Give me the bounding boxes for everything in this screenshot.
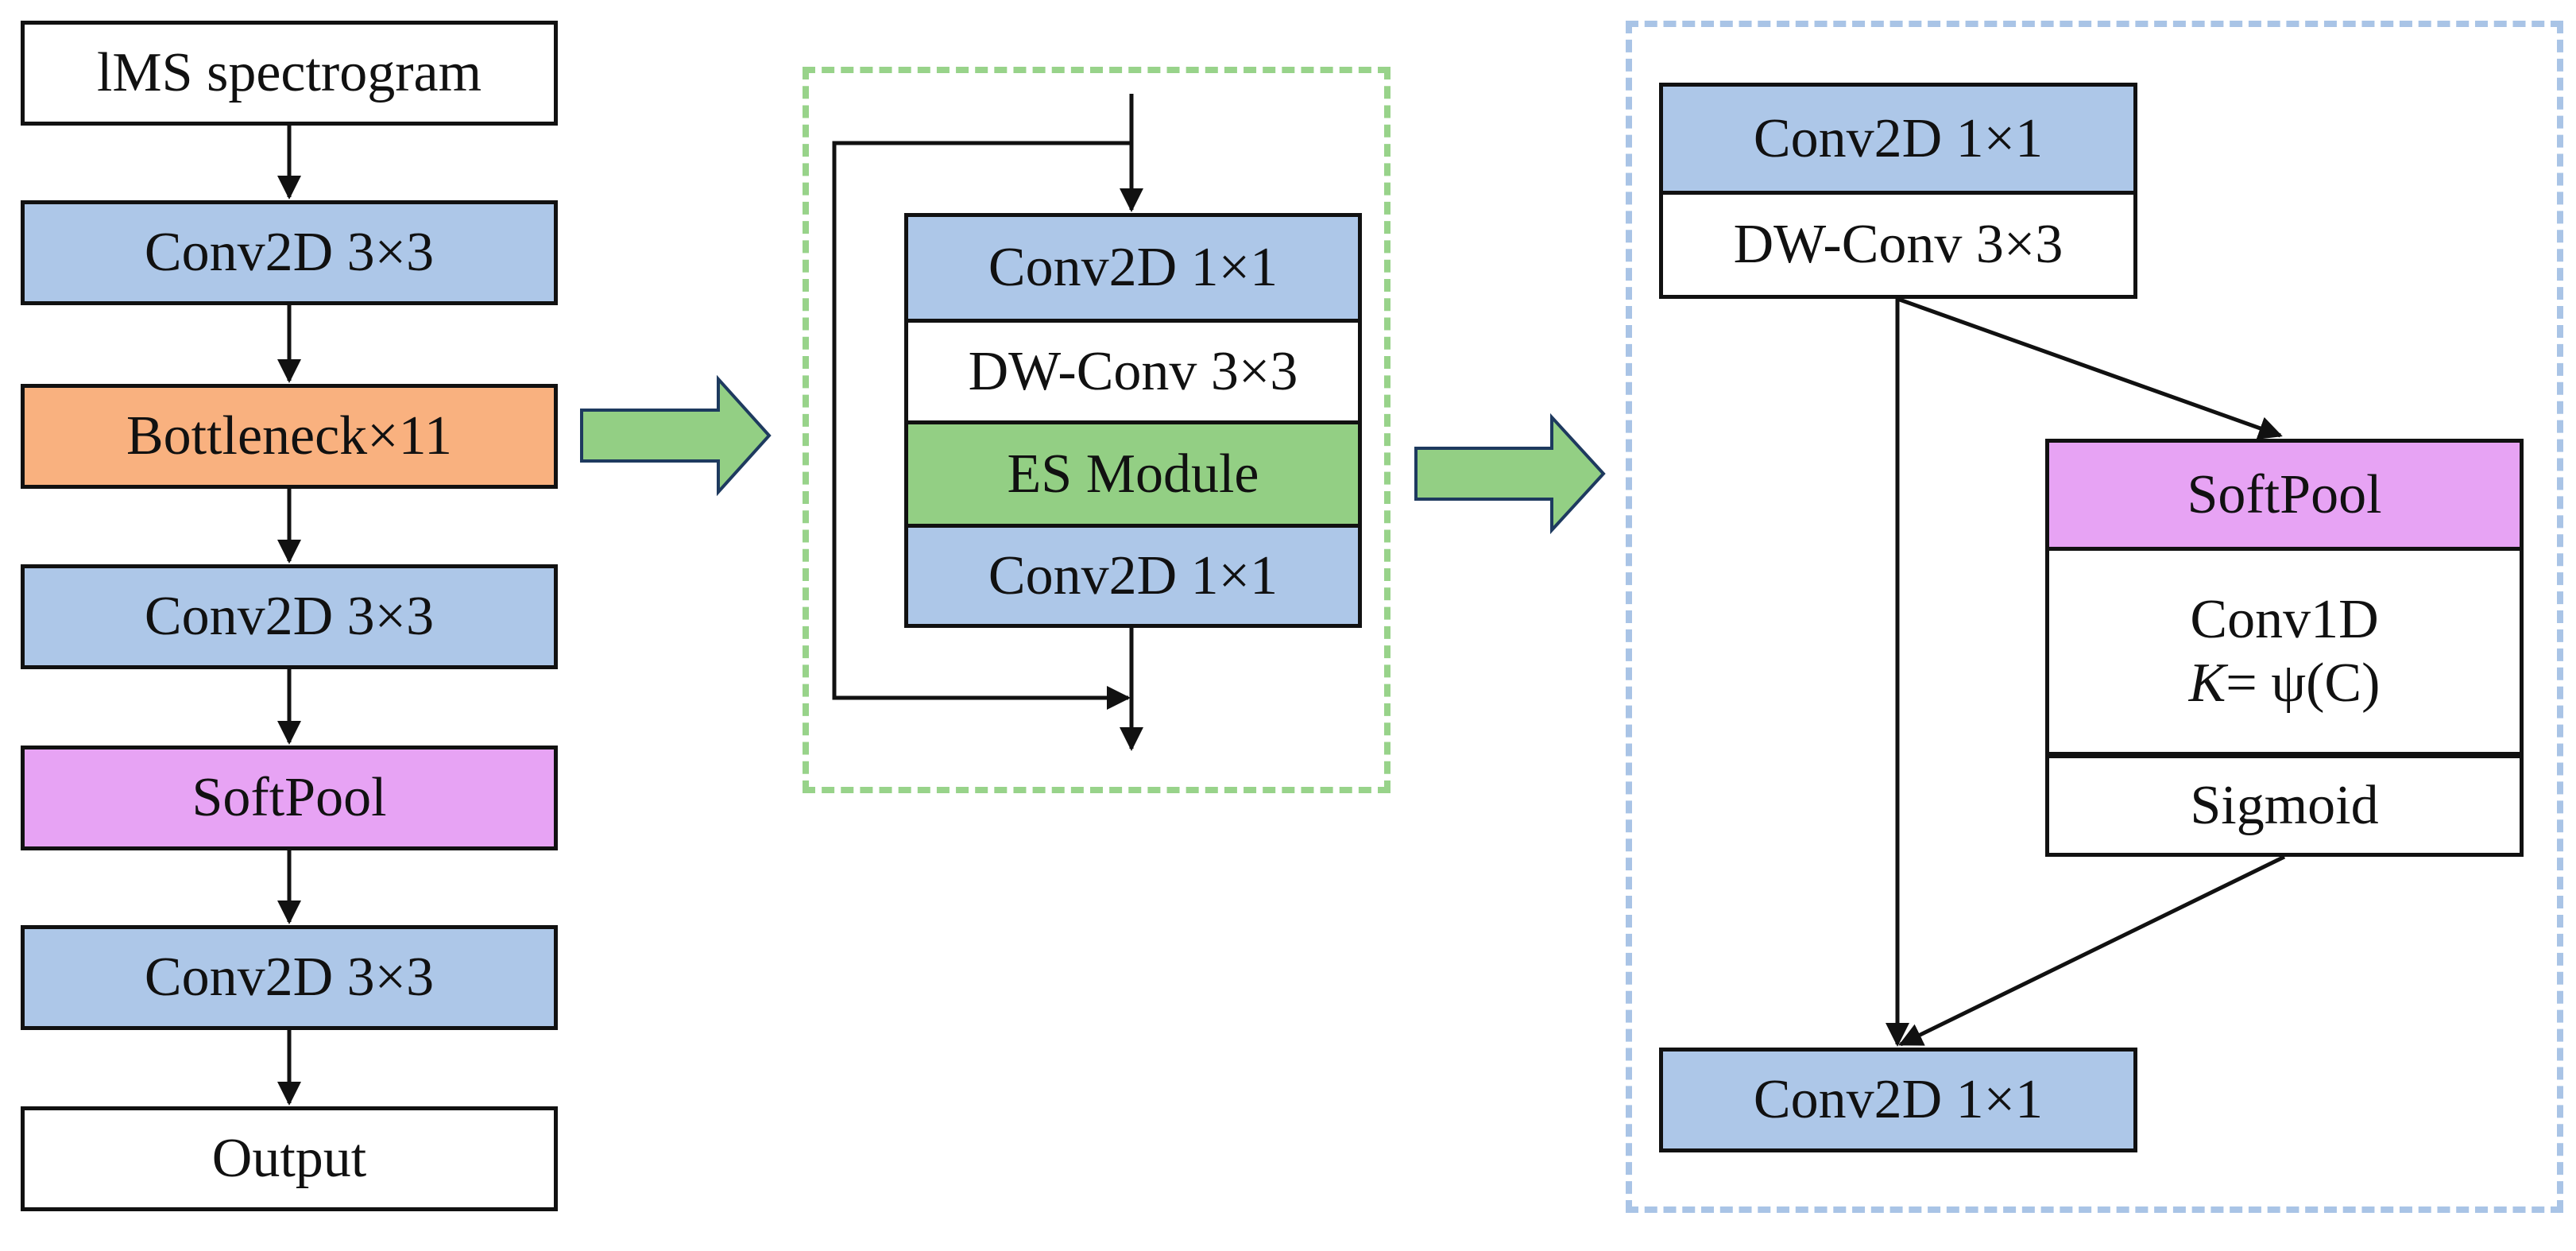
bottleneck-stack: Conv2D 1×1 DW-Conv 3×3 ES Module Conv2D …	[904, 213, 1362, 628]
expand-arrow-2	[1414, 412, 1606, 535]
es-softpool-label: SoftPool	[2187, 463, 2382, 525]
es-conv2d-1x1-top: Conv2D 1×1	[1663, 87, 2133, 191]
attention-branch-arrow	[1897, 296, 2283, 440]
conv1d-label: Conv1D	[2190, 588, 2379, 650]
es-module-detail-frame	[1626, 21, 2563, 1213]
input-label: lMS spectrogram	[96, 42, 482, 103]
bottleneck-label: Bottleneck×11	[126, 405, 453, 467]
es-conv2d-1x1-bottom-label: Conv2D 1×1	[1753, 1069, 2044, 1130]
es-dw-conv: DW-Conv 3×3	[1663, 191, 2133, 295]
bottleneck-conv2d-1x1-top-label: Conv2D 1×1	[988, 237, 1278, 298]
bottleneck-conv2d-1x1-bottom: Conv2D 1×1	[908, 524, 1358, 624]
bottleneck-detail-frame	[803, 67, 1390, 793]
conv1d-kernel-expr: = ψ(C)	[2226, 652, 2381, 714]
es-conv2d-1x1-top-label: Conv2D 1×1	[1753, 107, 2044, 169]
bottleneck-conv2d-1x1-top: Conv2D 1×1	[908, 217, 1358, 319]
es-module-arrows	[1886, 296, 2286, 1047]
attention-output-arrow	[1898, 854, 2286, 1047]
bottleneck-box: Bottleneck×11	[21, 384, 558, 489]
input-box: lMS spectrogram	[21, 21, 558, 126]
es-softpool: SoftPool	[2049, 443, 2520, 547]
skip-connection	[832, 141, 1131, 710]
bottleneck-dw-conv-label: DW-Conv 3×3	[968, 340, 1298, 402]
conv2d-3x3-box-2: Conv2D 3×3	[21, 564, 558, 669]
conv2d-3x3-label-2: Conv2D 3×3	[144, 586, 435, 647]
expand-arrow-1	[580, 374, 772, 497]
conv2d-3x3-label-1: Conv2D 3×3	[144, 222, 435, 283]
attention-stack: SoftPool Conv1D K= ψ(C) Sigmoid	[2045, 439, 2524, 857]
conv1d-kernel-k: K	[2188, 652, 2226, 714]
es-dw-conv-label: DW-Conv 3×3	[1733, 214, 2064, 275]
sigmoid-box: Sigmoid	[2049, 752, 2520, 853]
conv1d-box: Conv1D K= ψ(C)	[2049, 547, 2520, 752]
es-module-box: ES Module	[908, 420, 1358, 524]
conv2d-3x3-label-3: Conv2D 3×3	[144, 947, 435, 1008]
bottleneck-dw-conv: DW-Conv 3×3	[908, 319, 1358, 420]
conv2d-3x3-box-3: Conv2D 3×3	[21, 925, 558, 1030]
bottleneck-conv2d-1x1-bottom-label: Conv2D 1×1	[988, 544, 1278, 606]
conv1d-kernel-formula: K= ψ(C)	[2189, 652, 2381, 715]
bottleneck-residual	[832, 94, 1143, 751]
sigmoid-label: Sigmoid	[2190, 774, 2379, 836]
conv2d-3x3-box-1: Conv2D 3×3	[21, 200, 558, 305]
es-top-stack: Conv2D 1×1 DW-Conv 3×3	[1659, 83, 2137, 299]
es-conv2d-1x1-bottom: Conv2D 1×1	[1659, 1048, 2137, 1152]
output-box: Output	[21, 1106, 558, 1211]
es-module-label: ES Module	[1007, 443, 1259, 505]
output-label: Output	[211, 1128, 367, 1189]
softpool-box-left: SoftPool	[21, 746, 558, 850]
softpool-label-left: SoftPool	[191, 767, 387, 828]
